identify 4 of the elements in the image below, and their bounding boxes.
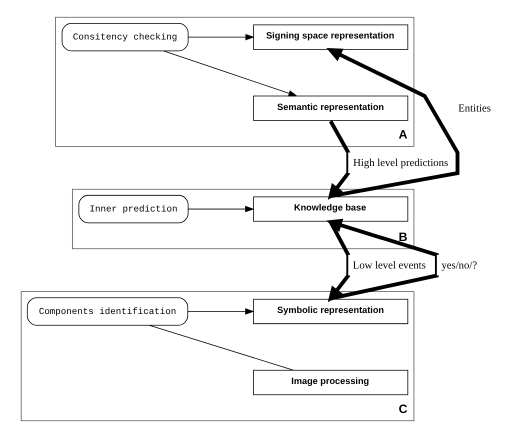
edge-label: High level predictions — [352, 157, 448, 170]
edge-label: Low level events — [352, 259, 426, 272]
edge-label: yes/no/? — [440, 259, 477, 272]
edge-label: Entities — [458, 102, 490, 114]
